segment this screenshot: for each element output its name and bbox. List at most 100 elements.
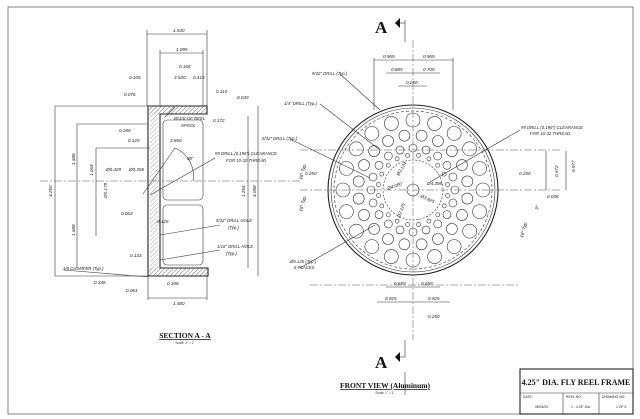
- dim-label: 1.480: [173, 301, 185, 306]
- dim-label: 0.172: [213, 118, 225, 123]
- drill-hole: [352, 175, 365, 188]
- note-back-of-reel: BACK OF REEL: [174, 116, 206, 121]
- drill-hole: [432, 233, 444, 245]
- dim-label: 0.348: [94, 280, 106, 285]
- drill-hole: [385, 162, 391, 168]
- drill-hole: [352, 192, 365, 205]
- drill-hole: [426, 218, 432, 224]
- dim-label: 0.889: [391, 67, 403, 72]
- drill-hole: [461, 175, 474, 188]
- drill-hole: [421, 225, 431, 235]
- dim-label: Ø0.429: [105, 167, 122, 172]
- front-view-scale: Scale: 1" = 1": [375, 391, 394, 395]
- dim-label: 0.076: [124, 92, 136, 97]
- note-holes: 6 PLACES: [294, 265, 315, 270]
- drill-hole: [441, 203, 447, 209]
- drill-hole: [435, 212, 441, 218]
- section-title: SECTION A - A: [159, 331, 211, 340]
- dim-label: 0.250: [406, 80, 418, 85]
- dim-label: Ø2.125: [396, 202, 406, 219]
- dim-label: 3.860: [170, 138, 182, 143]
- drill-hole: [446, 126, 462, 141]
- note-drill116: 1/16" DRILL HOLE: [217, 244, 253, 249]
- drill-hole: [416, 222, 421, 227]
- note-drill116: (Typ.): [226, 251, 237, 256]
- dim-label: Ø3.124: [395, 161, 408, 178]
- dim-label: Ø0.355: [128, 167, 145, 172]
- drill-hole: [349, 141, 364, 157]
- date-label: DATE:: [523, 395, 533, 399]
- section-marker-top: A: [375, 18, 388, 37]
- front-dimensions: 0.969 0.969 0.889 0.705 0.250 0.250 0.25…: [298, 54, 576, 319]
- drill-hole: [382, 135, 394, 147]
- drill-hole: [384, 219, 393, 229]
- note-drill14: 1/4" DRILL (Typ.): [284, 101, 317, 106]
- dim-label: 0.659: [394, 281, 406, 286]
- dim-label: 1.540: [173, 28, 185, 33]
- drill-hole: [385, 212, 391, 218]
- dim-label: 0.250: [428, 314, 440, 319]
- dim-label: 0.125: [157, 219, 169, 224]
- drill-hole: [441, 171, 447, 177]
- drill-hole: [446, 223, 458, 235]
- drill-hole: [427, 249, 442, 264]
- dim-label: Ø4.000: [386, 181, 403, 191]
- reel-no-value: 1 - 4.25" Dia.: [571, 405, 591, 409]
- drill-hole: [368, 223, 380, 235]
- dim-label: 18° Typ.: [298, 163, 307, 181]
- drill-hole: [461, 192, 474, 205]
- dim-label: 0.659: [421, 281, 433, 286]
- section-scale: Scale: 1" = 1": [175, 341, 194, 345]
- drill-hole: [445, 193, 450, 198]
- reel-no-label: REEL NO.:: [566, 395, 583, 399]
- dim-label: 0.925: [428, 296, 440, 301]
- section-dimensions: 1.540 1.095 0.168 0.105 3.53G 0.415 0.07…: [48, 28, 257, 306]
- date-value: 06/04/20: [535, 405, 548, 409]
- note-drill9: FOR 10-32 THREAD: [530, 131, 570, 136]
- dim-label: 0.672: [554, 165, 559, 177]
- drill-hole: [384, 249, 399, 264]
- drill-hole: [339, 204, 354, 219]
- note-drill532: 5/32" DRILL (Typ.): [262, 136, 298, 141]
- drill-hole: [364, 239, 380, 254]
- dim-label: 0.969: [423, 54, 435, 59]
- note-chamfer: 1/8 CHAMFER (Typ.): [63, 266, 104, 271]
- drill-hole: [368, 145, 380, 157]
- dim-label: 1.254: [241, 185, 246, 197]
- drill-hole: [448, 198, 458, 208]
- dim-label: Ø3.825: [419, 193, 436, 205]
- note-drill9: #9 DRILL (0.196") CLEARANCE: [215, 151, 277, 156]
- drill-hole: [446, 239, 462, 254]
- drill-hole: [368, 172, 378, 182]
- drill-hole: [376, 193, 381, 198]
- drill-hole: [395, 225, 405, 235]
- dim-label: 9°: [534, 205, 540, 211]
- front-view: A A 0.969 0.969 0.889: [262, 18, 583, 395]
- dim-label: 0.977: [571, 160, 576, 172]
- dim-label: 4.250: [48, 185, 53, 197]
- dim-label: 0.125: [128, 138, 140, 143]
- dim-label: 0.925: [385, 296, 397, 301]
- drill-hole: [379, 171, 385, 177]
- drill-hole: [415, 238, 428, 251]
- note-back-of-reel: SPOOL: [181, 123, 196, 128]
- drill-hole: [433, 219, 442, 229]
- drill-hole: [364, 126, 380, 141]
- drill-hole: [445, 182, 450, 187]
- dim-label: 0.105: [129, 75, 141, 80]
- drill-hole: [339, 161, 354, 176]
- drill-hole: [374, 161, 384, 170]
- drill-hole: [462, 141, 477, 157]
- drill-hole: [376, 182, 381, 187]
- drill-hole: [426, 156, 432, 162]
- drill-hole: [442, 210, 452, 219]
- dim-label: 4.088: [252, 185, 257, 197]
- dim-label: 0.061: [126, 288, 138, 293]
- dim-label: 0.705: [423, 67, 435, 72]
- drill-hole: [394, 218, 400, 224]
- drill-hole: [358, 159, 370, 171]
- drill-hole: [349, 223, 364, 239]
- drill-hole: [433, 151, 442, 161]
- dim-label: 0.969: [383, 54, 395, 59]
